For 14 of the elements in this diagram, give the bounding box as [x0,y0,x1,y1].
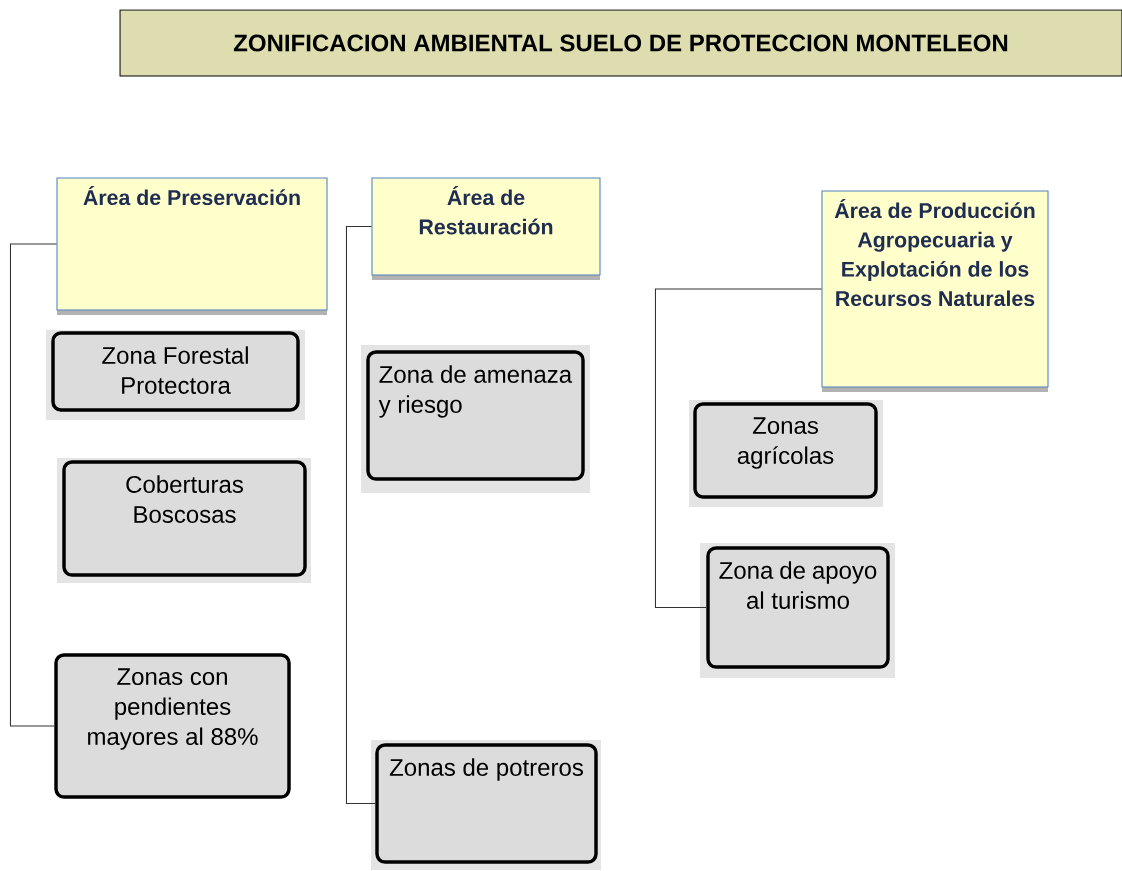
zone-box: Zona Forestal Protectora [46,330,305,420]
area-box: Área de Producción Agropecuaria y Explotación de los Recursos Naturales [821,190,1049,392]
area-box: Área de Preservación [56,177,328,315]
zone-box: Zonas con pendientes mayores al 88% [54,653,291,799]
connector-line [654,288,822,609]
zone-box: Zona de amenaza y riesgo [361,345,590,493]
zone-box: Zona de apoyo al turismo [700,543,895,678]
zone-box: Zonas de potreros [371,740,601,870]
title-box: ZONIFICACION AMBIENTAL SUELO DE PROTECCION MONTELEON [119,9,1122,77]
connector-line [9,243,57,727]
area-box: Área de Restauración [371,177,601,280]
zone-box: Zonas agrícolas [689,400,883,507]
zone-box: Coberturas Boscosas [57,458,311,583]
connector-line [345,225,376,805]
